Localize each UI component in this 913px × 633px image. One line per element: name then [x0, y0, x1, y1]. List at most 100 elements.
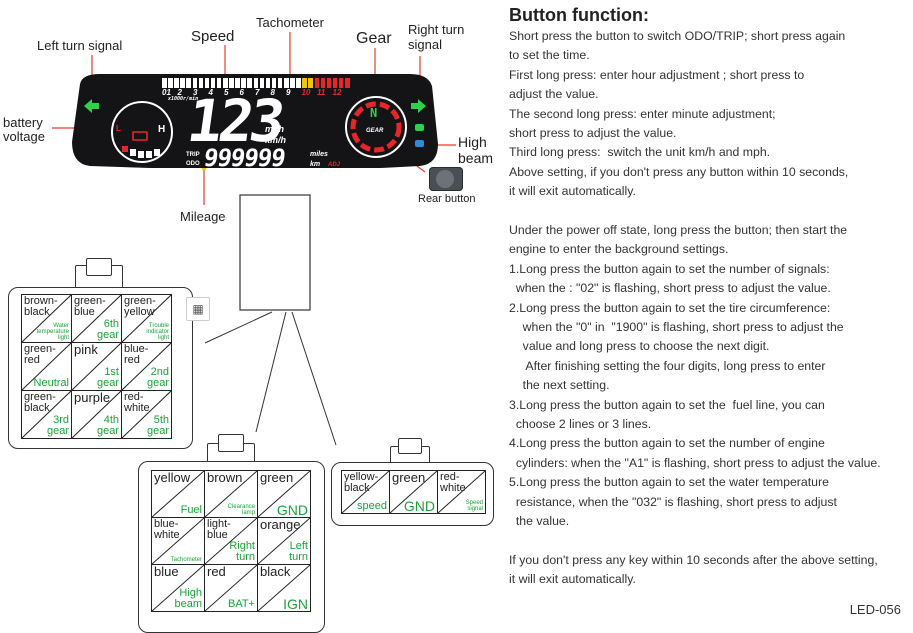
mileage-unit-miles: miles: [310, 151, 328, 158]
battery-callout: battery voltage: [3, 115, 45, 144]
instruction-line: when the : "02" is flashing, short press…: [509, 281, 831, 296]
rpm-segment: [247, 78, 252, 88]
rpm-tick-label: 7: [255, 88, 260, 97]
pin-diagonal: [72, 295, 121, 342]
pin-wire-color: green: [260, 470, 294, 485]
instruction-line: Above setting, if you don't press any bu…: [509, 164, 849, 179]
pin-diagonal: [152, 565, 204, 611]
odo-label: ODO: [186, 161, 200, 167]
rpm-segment: [277, 78, 283, 88]
rear-button-callout: Rear button: [418, 193, 476, 205]
rpm-segment: [302, 78, 307, 88]
dashboard-body: [72, 74, 438, 168]
pin-diagonal: [152, 471, 204, 517]
pin-diagonal: [122, 295, 171, 342]
rpm-tick-label: 12: [332, 88, 342, 97]
rpm-segment: [186, 78, 191, 88]
rpm-segment: [216, 78, 222, 88]
pin-wire-color: yellow- black: [344, 471, 379, 494]
scan-icon[interactable]: ▦: [186, 297, 210, 321]
pin-wire-color: green- blue: [74, 295, 106, 318]
pin-wire-color: blue- white: [154, 518, 180, 541]
pin-wire-color: green- yellow: [124, 295, 156, 318]
pin-diagonal: [152, 518, 204, 564]
pin-function: GND: [403, 498, 435, 514]
speed-unit-kmh: km/h: [265, 135, 287, 145]
rpm-segment: [338, 78, 344, 88]
pin-function: Trouble indicator light: [146, 323, 169, 341]
rpm-segment: [259, 78, 265, 88]
pin-function: Water temperature light: [36, 323, 69, 341]
pin-function: Speed signal: [465, 500, 483, 512]
rpm-segment: [174, 78, 179, 88]
instruction-line: to set the time.: [509, 48, 590, 63]
pin-function: BAT+: [227, 598, 255, 610]
connector-b-latch-inner: [218, 434, 244, 452]
pin-function: IGN: [283, 596, 308, 612]
rpm-segment: [345, 78, 350, 88]
pin-wire-color: green- black: [24, 391, 56, 414]
mileage-value: 999999: [202, 144, 287, 172]
rpm-segment: [326, 78, 332, 88]
pin-diagonal: [205, 518, 257, 564]
instruction-line: it will exit automatically.: [509, 572, 636, 587]
rpm-tick-label: 9: [286, 88, 291, 97]
trip-label: TRIP: [186, 152, 200, 158]
pin-function: 5th gear: [146, 414, 169, 437]
pin-wire-color: yellow: [154, 470, 191, 485]
rpm-segment: [253, 78, 258, 88]
pin-wire-color: black: [260, 564, 291, 579]
pin-wire-color: blue- red: [124, 343, 149, 366]
pin-wire-color: red: [207, 564, 226, 579]
rpm-segment: [332, 78, 338, 88]
pin-cell: yellow- black speed: [341, 470, 390, 514]
rpm-tick-label: 2: [177, 88, 182, 97]
rpm-tick-label: 8: [270, 88, 275, 97]
rpm-segment: [296, 78, 301, 88]
rpm-segment: [290, 78, 295, 88]
instruction-line: If you don't press any key within 10 sec…: [509, 552, 878, 567]
instruction-line: Third long press: switch the unit km/h a…: [509, 145, 771, 160]
pin-wire-color: red- white: [440, 471, 466, 494]
rpm-tick-label: 11: [317, 88, 326, 97]
speed-callout: Speed: [191, 28, 235, 45]
pin-function: Fuel: [180, 504, 202, 516]
speed-unit-mph: mph: [265, 124, 284, 134]
rear-button[interactable]: [429, 167, 463, 191]
rpm-segment: [265, 78, 271, 88]
instruction-line: 1.Long press the button again to set the…: [509, 261, 830, 276]
instruction-line: the next setting.: [509, 378, 610, 393]
pin-function: speed: [357, 500, 387, 512]
pin-diagonal: [342, 471, 389, 513]
instruction-line: After finishing setting the four digits,…: [509, 358, 826, 373]
adj-label: ADJ: [328, 162, 341, 168]
rpm-tick-label: 3: [193, 88, 198, 97]
rpm-bar: [162, 78, 352, 90]
pin-diagonal: [72, 391, 121, 438]
pin-diagonal: [258, 471, 310, 517]
instruction-line: First long press: enter hour adjustment …: [509, 67, 805, 82]
pin-wire-color: red- white: [124, 391, 150, 414]
pin-diagonal: [438, 471, 485, 513]
mileage-unit-km: km: [310, 161, 321, 168]
pin-function: Tachometer: [170, 557, 202, 563]
pin-diagonal: [122, 343, 171, 390]
pin-wire-color: brown- black: [24, 295, 58, 318]
